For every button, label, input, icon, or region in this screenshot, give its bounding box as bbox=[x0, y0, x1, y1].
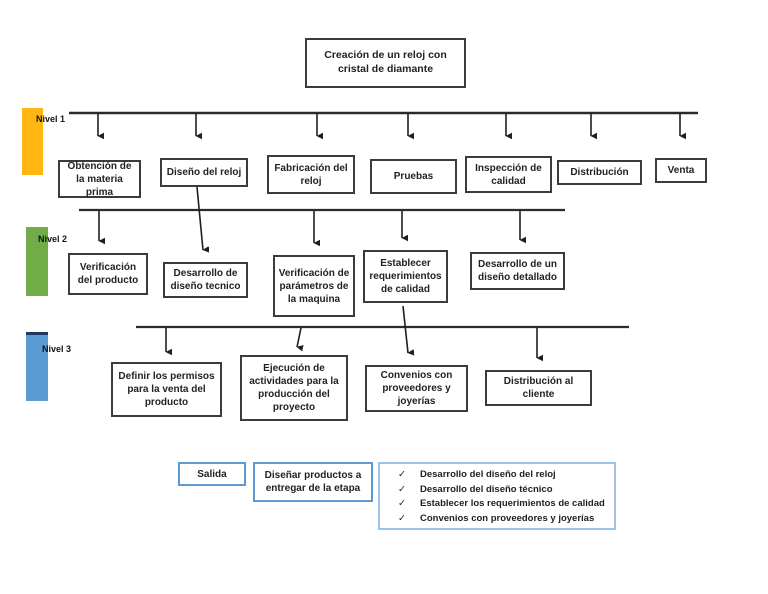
checklist-item-label: Establecer los requerimientos de calidad bbox=[420, 498, 605, 510]
level2-bar bbox=[26, 227, 48, 296]
box-ejecucion-actividades-produccion: Ejecución de actividades para la producc… bbox=[240, 355, 348, 421]
box-fabricacion-del-reloj: Fabricación del reloj bbox=[267, 155, 355, 194]
checklist-box: ✓ Desarrollo del diseño del reloj ✓ Desa… bbox=[378, 462, 616, 530]
box-label: Distribución al cliente bbox=[503, 376, 574, 400]
check-icon: ✓ bbox=[398, 469, 406, 480]
root-title-box: Creación de un reloj con cristal de diam… bbox=[305, 38, 466, 88]
checklist-item: ✓ Establecer los requerimientos de calid… bbox=[398, 498, 608, 509]
box-label: Verificación de parámetros de la maquina bbox=[278, 267, 350, 305]
box-label: Pruebas bbox=[393, 171, 434, 182]
box-obtencion-materia-prima: Obtención de la materia prima bbox=[58, 160, 141, 198]
box-label: Desarrollo de diseño tecnico bbox=[170, 268, 241, 292]
salida-box: Salida bbox=[178, 462, 246, 486]
checklist-item-label: Convenios con proveedores y joyerías bbox=[420, 512, 595, 524]
box-diseno-del-reloj: Diseño del reloj bbox=[160, 158, 248, 187]
box-desarrollo-diseno-tecnico: Desarrollo de diseño tecnico bbox=[163, 262, 248, 298]
box-establecer-requerimientos-calidad: Establecer requerimientos de calidad bbox=[363, 250, 448, 303]
deliverable-label: Diseñar productos a entregar de la etapa bbox=[264, 470, 362, 494]
box-label: Verificación del producto bbox=[77, 262, 139, 286]
checklist-item-label: Desarrollo del diseño del reloj bbox=[420, 469, 556, 480]
box-pruebas: Pruebas bbox=[370, 159, 457, 194]
level3-bar bbox=[26, 332, 48, 401]
box-label: Obtención de la materia prima bbox=[67, 160, 132, 198]
box-label: Convenios con proveedores y joyerías bbox=[380, 370, 453, 407]
level1-bar bbox=[22, 108, 43, 175]
box-verificacion-parametros-maquina: Verificación de parámetros de la maquina bbox=[273, 255, 355, 317]
box-label: Distribución bbox=[570, 167, 629, 178]
checklist-item: ✓ Convenios con proveedores y joyerías bbox=[398, 513, 608, 524]
box-distribucion: Distribución bbox=[557, 160, 642, 185]
box-definir-permisos-venta: Definir los permisos para la venta del p… bbox=[111, 362, 222, 417]
level3-label: Nivel 3 bbox=[42, 344, 72, 354]
box-inspeccion-de-calidad: Inspección de calidad bbox=[465, 156, 552, 193]
check-icon: ✓ bbox=[398, 512, 406, 524]
box-verificacion-del-producto: Verificación del producto bbox=[68, 253, 148, 295]
checklist-item: ✓ Desarrollo del diseño del reloj bbox=[398, 469, 608, 480]
box-label: Desarrollo de un diseño detallado bbox=[478, 259, 557, 283]
box-label: Venta bbox=[667, 165, 695, 176]
box-desarrollo-diseno-detallado: Desarrollo de un diseño detallado bbox=[470, 252, 565, 290]
level1-label: Nivel 1 bbox=[36, 114, 66, 124]
box-convenios-proveedores-joyerias: Convenios con proveedores y joyerías bbox=[365, 365, 468, 412]
checklist-item: ✓ Desarrollo del diseño técnico bbox=[398, 484, 608, 495]
box-label: Fabricación del reloj bbox=[274, 162, 348, 187]
salida-label: Salida bbox=[197, 468, 227, 480]
box-venta: Venta bbox=[655, 158, 707, 183]
box-label: Inspección de calidad bbox=[475, 162, 542, 187]
box-label: Ejecución de actividades para la producc… bbox=[249, 363, 339, 413]
level2-label: Nivel 2 bbox=[38, 234, 68, 244]
arrow-establecer-to-convenios bbox=[402, 305, 408, 353]
box-distribucion-al-cliente: Distribución al cliente bbox=[485, 370, 592, 406]
arrow-diseno-to-desarrollo-tecnico bbox=[196, 186, 203, 250]
check-icon: ✓ bbox=[398, 483, 406, 495]
box-label: Establecer requerimientos de calidad bbox=[369, 258, 442, 295]
root-title-label: Creación de un reloj con cristal de diam… bbox=[324, 49, 447, 75]
arrow-to-ejecucion-actividades bbox=[296, 327, 301, 347]
box-label: Diseño del reloj bbox=[166, 167, 242, 178]
checklist-item-label: Desarrollo del diseño técnico bbox=[420, 483, 553, 495]
check-icon: ✓ bbox=[398, 498, 406, 510]
deliverable-box: Diseñar productos a entregar de la etapa bbox=[253, 462, 373, 502]
box-label: Definir los permisos para la venta del p… bbox=[118, 371, 215, 408]
